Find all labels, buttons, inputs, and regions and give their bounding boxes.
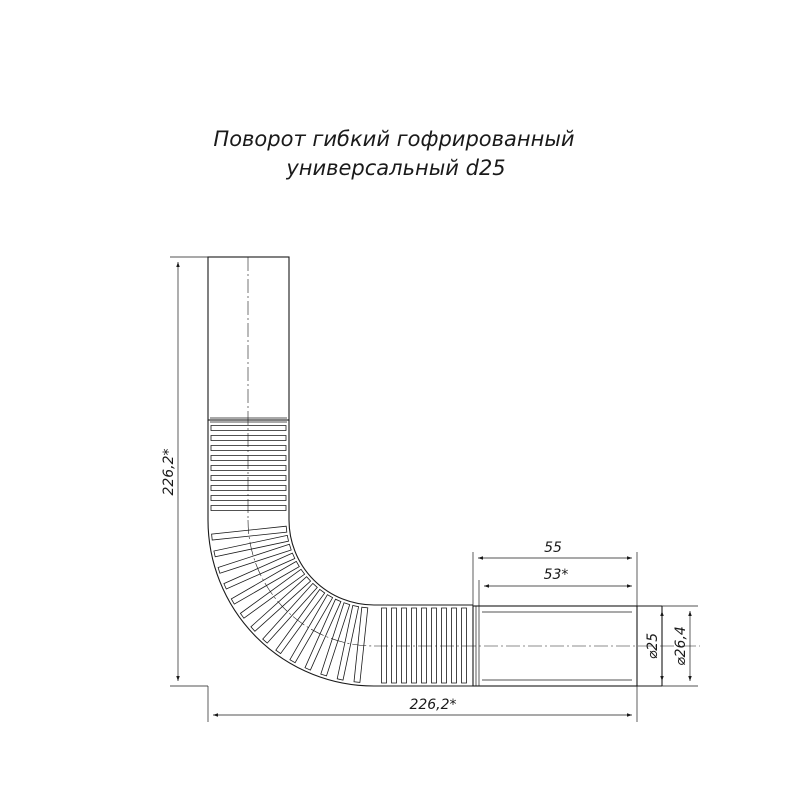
corrugation-rib: [217, 543, 292, 574]
corrugation-rib: [210, 445, 287, 451]
corrugation-rib: [230, 560, 300, 605]
corrugation-rib: [262, 582, 318, 644]
corrugation-rib: [461, 607, 467, 684]
corrugation-rib: [431, 607, 437, 684]
corrugation-rib: [304, 598, 342, 671]
corrugation-rib: [210, 505, 287, 511]
corrugation-rib: [210, 495, 287, 501]
corrugation-rib: [353, 606, 369, 683]
corrugation-rib: [451, 607, 457, 684]
corrugation-rib: [210, 465, 287, 471]
drawing-title-line-2: универсальный d25: [285, 156, 505, 180]
corrugation-rib: [441, 607, 447, 684]
sleeve-length-label: 55: [544, 540, 562, 556]
corrugation-rib: [391, 607, 397, 684]
dimension-sleeve-length: 55: [472, 540, 638, 606]
corrugation-rib: [320, 602, 351, 677]
vertical-sleeve: [207, 256, 290, 423]
outer-diameter-label: ⌀26,4: [673, 626, 689, 666]
corrugation-rib: [421, 607, 427, 684]
dimension-inner-diameter: ⌀25: [645, 611, 664, 681]
centerlines: [247, 257, 700, 647]
corrugation-rib: [336, 605, 360, 681]
corrugation-rib: [210, 455, 287, 461]
dimension-outer-diameter: ⌀26,4: [662, 605, 698, 687]
corrugation-rib: [210, 485, 287, 491]
corrugation-rib: [210, 475, 287, 481]
height-dimension-label: 226,2*: [161, 448, 177, 495]
dimension-width: 226,2*: [207, 686, 638, 722]
dimension-sleeve-inner-length: 53*: [478, 567, 632, 606]
width-dimension-label: 226,2*: [409, 697, 456, 713]
corrugation-rib: [401, 607, 407, 684]
corrugation-rib: [239, 568, 306, 619]
corrugation-rib: [223, 552, 296, 590]
corrugation-rib: [275, 588, 326, 655]
corrugation-rib: [210, 425, 287, 431]
corrugation-rib: [381, 607, 387, 684]
corrugation-rib: [211, 525, 288, 541]
sleeve-inner-length-label: 53*: [544, 567, 569, 583]
inner-diameter-label: ⌀25: [645, 633, 661, 659]
dimension-height: 226,2*: [161, 256, 208, 687]
drawing-title-line-1: Поворот гибкий гофрированный: [213, 127, 574, 151]
corrugation-rib: [250, 576, 312, 632]
corrugation-rib: [210, 435, 287, 441]
corrugation-rib: [411, 607, 417, 684]
corrugated-bend: [207, 420, 473, 687]
corrugation-rib: [213, 534, 289, 558]
corrugation-rib: [289, 594, 334, 664]
